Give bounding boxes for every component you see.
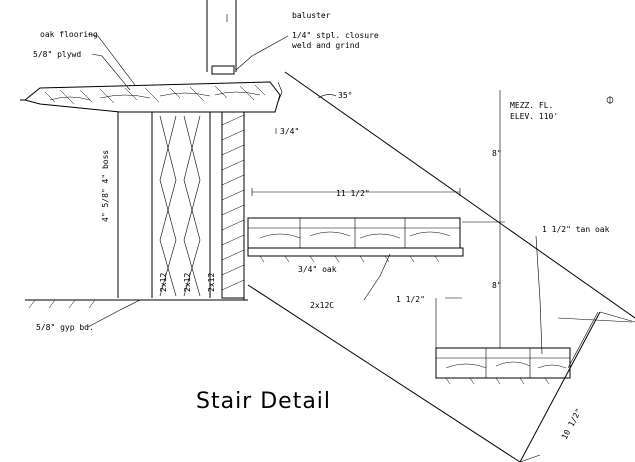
ceiling-line: [25, 299, 248, 328]
baluster: [206, 0, 237, 75]
small-dim-label: 3/4": [280, 127, 299, 136]
riser-bottom-label: 8": [492, 281, 502, 290]
ceiling-label: 5/8" gyp bd.: [36, 323, 94, 332]
angle-label: 35°: [338, 91, 352, 100]
floor-slab: [20, 81, 281, 113]
plywood-label: 5/8" plywd: [33, 50, 81, 59]
mezz-label-line1: MEZZ. FL.: [510, 101, 553, 110]
riser-top-label: 8": [492, 149, 502, 158]
flooring-leaders: [87, 33, 136, 91]
joists: [117, 112, 223, 298]
lower-tread: [435, 347, 571, 385]
joist-label-2: 2x12: [183, 273, 192, 292]
leaders: [235, 35, 614, 355]
mezz-label-line2: ELEV. 110': [510, 112, 558, 121]
tread-depth-label: 11 1/2": [336, 189, 370, 198]
upper-tread: [247, 217, 464, 263]
oak-tread-label: 3/4" oak: [298, 265, 337, 274]
stringer-label: 2x12C: [310, 301, 334, 310]
joist-label-3: 2x12: [207, 273, 216, 292]
baluster-label: baluster: [292, 11, 331, 20]
dimensions: [251, 90, 635, 462]
oak-flooring-label: oak flooring: [40, 30, 98, 39]
drawing-title: Stair Detail: [196, 389, 331, 414]
joist-label-1: 2x12: [159, 273, 168, 292]
closure-label-line1: 1/4" stpl. closure: [292, 31, 379, 40]
joist-spacing-label: 4" 5/8" 4" boss: [101, 150, 110, 222]
rim-board: [221, 111, 245, 300]
closure-label-line2: weld and grind: [292, 41, 360, 50]
stringer-dim-label: 10 1/2": [560, 407, 584, 441]
nosing-label: 1 1/2": [396, 295, 425, 304]
tread-material-label: 1 1/2" tan oak: [542, 225, 610, 234]
